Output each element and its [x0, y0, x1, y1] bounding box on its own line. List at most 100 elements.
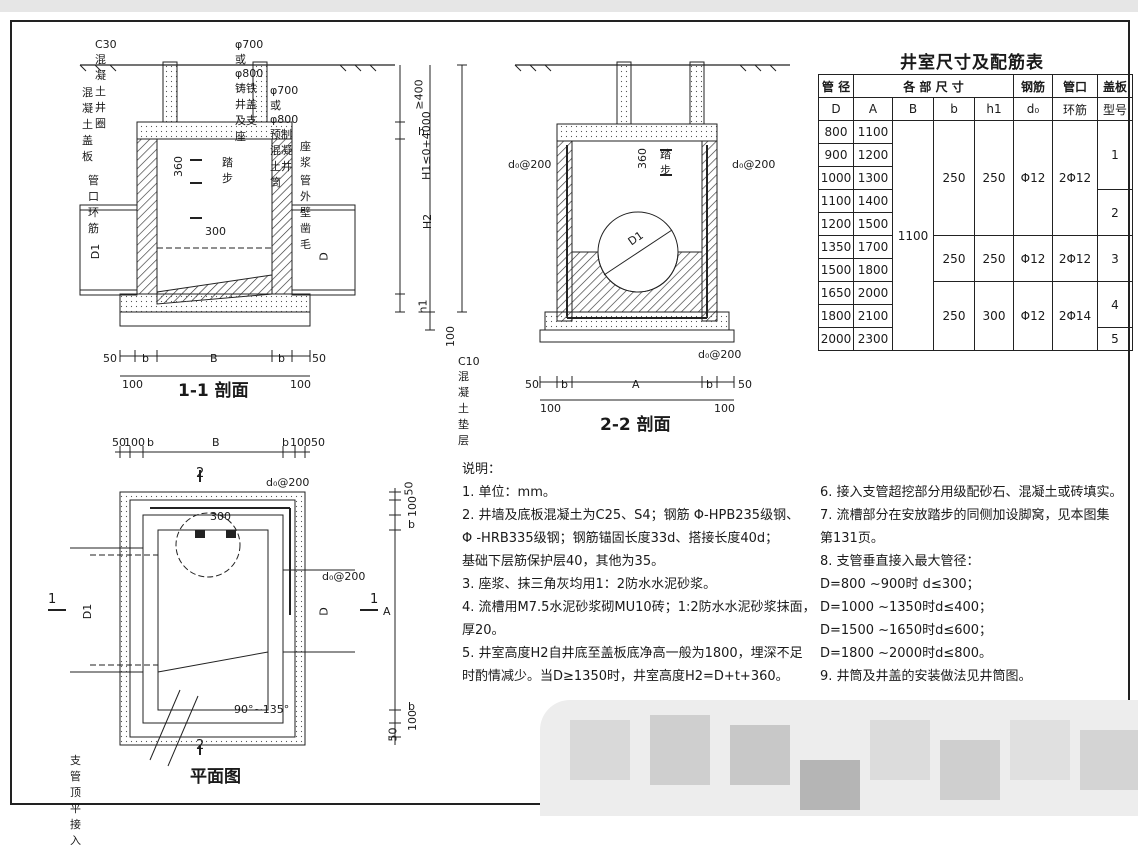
drawing-svg	[48, 61, 790, 767]
plan-top-b-left: b	[147, 436, 154, 449]
label-do-right: d₀@200	[732, 158, 776, 171]
th-h1: h1	[974, 97, 1014, 121]
notes-left: 说明： 1. 单位：mm。 2. 井墙及底板混凝土为C25、S4；钢筋 Φ-HP…	[462, 458, 816, 688]
dim-50-left: 50	[103, 352, 117, 365]
cell-A: 1700	[853, 235, 893, 259]
label-mortar: 座浆	[300, 140, 311, 169]
plan-right-50-bottom: 50	[386, 727, 400, 742]
dim22-50-right: 50	[738, 378, 752, 391]
cell-h1: 300	[974, 281, 1014, 351]
cell-D: 1200	[818, 212, 854, 236]
dim22-50-left: 50	[525, 378, 539, 391]
cell-h1: 250	[974, 235, 1014, 282]
plan-300: 300	[210, 510, 231, 523]
cell-A: 1500	[853, 212, 893, 236]
plan-cut-1-right: 1	[370, 592, 379, 607]
cell-b: 250	[933, 235, 975, 282]
note-line: 6. 接入支管超挖部分用级配砂石、混凝土或砖填实。	[820, 485, 1123, 500]
note-line: D=1000 ~1350时d≤400；	[820, 600, 993, 615]
cell-b: 250	[933, 281, 975, 351]
label-shaft: φ700或φ800预制混凝土井筒	[270, 84, 299, 189]
label-do-left: d₀@200	[508, 158, 552, 171]
table-row: 1100 1400 2	[818, 189, 1133, 236]
plan-right-100-top: 100	[406, 496, 419, 517]
cell-D: 900	[818, 143, 854, 167]
th-ring2: 环筋	[1052, 97, 1098, 121]
th-cover: 盖板	[1097, 74, 1133, 98]
label-360-22: 360	[636, 148, 649, 169]
cell-A: 1300	[853, 166, 893, 190]
cell-B: 1100	[892, 120, 934, 351]
th-b: b	[933, 97, 975, 121]
plan-cut-2-top: 2	[196, 466, 205, 481]
note-line: 厚20。	[462, 623, 505, 638]
plan-D1: D1	[81, 603, 95, 620]
note-line: 8. 支管垂直接入最大管径：	[820, 554, 980, 569]
note-line: 7. 流槽部分在安放踏步的同侧加设脚窝，见本图集	[820, 508, 1110, 523]
plan-top-B: B	[212, 436, 220, 449]
note-line: 2. 井墙及底板混凝土为C25、S4；钢筋 Φ-HPB235级钢、	[462, 508, 800, 523]
label-ge400: ≥400	[412, 79, 426, 110]
cell-ring: 2Φ12	[1052, 235, 1098, 282]
dim-100-left: 100	[122, 378, 143, 391]
cell-D: 1350	[818, 235, 854, 259]
cell-A: 1400	[853, 189, 893, 213]
cell-A: 2300	[853, 327, 893, 351]
section-1-1	[79, 61, 467, 377]
label-D1: D1	[89, 243, 103, 260]
plan-cut-2-bottom: 2	[196, 738, 205, 753]
plan-right-b-top: b	[408, 518, 415, 531]
notes-right: 6. 接入支管超挖部分用级配砂石、混凝土或砖填实。 7. 流槽部分在安放踏步的同…	[820, 481, 1123, 688]
dim-50-right: 50	[312, 352, 326, 365]
dim22-100-right: 100	[714, 402, 735, 415]
cell-D: 1500	[818, 258, 854, 282]
label-cushion: C10混凝土垫层	[458, 355, 480, 447]
cell-A: 2100	[853, 304, 893, 328]
dim-b-left: b	[142, 352, 149, 365]
cell-ring: 2Φ14	[1052, 281, 1098, 351]
label-h: h	[418, 125, 425, 138]
label-H2: H2	[421, 213, 435, 230]
plan-branch: 支管顶平接入	[70, 754, 81, 847]
th-B: B	[892, 97, 934, 121]
th-A: A	[853, 97, 893, 121]
note-line: D=1800 ~2000时d≤800。	[820, 646, 993, 661]
th-D: D	[818, 97, 854, 121]
th-type: 型号	[1097, 97, 1133, 121]
label-h1: h1	[416, 299, 430, 314]
note-line: D=800 ~900时 d≤300；	[820, 577, 980, 592]
plan-do-right: d₀@200	[322, 570, 366, 583]
plan-top-50-left: 50	[112, 436, 126, 449]
cell-A: 2000	[853, 281, 893, 305]
cell-D: 1100	[818, 189, 854, 213]
cell-b: 250	[933, 120, 975, 236]
label-step-22: 踏步	[660, 148, 671, 177]
note-line: 4. 流槽用M7.5水泥砂浆砌MU10砖；1:2防水水泥砂浆抹面，	[462, 600, 816, 615]
th-rebar: 钢筋	[1013, 74, 1053, 98]
table-row: 800 1100 1100 250 250 Φ12 2Φ12 1	[818, 120, 1133, 351]
cell-D: 1650	[818, 281, 854, 305]
mosaic-overlay	[540, 700, 1138, 816]
table-row: 1650 2000 250 300 Φ12 2Φ14 4	[818, 281, 1133, 351]
section-2-2-title: 2-2 剖面	[600, 415, 671, 435]
cell-d0: Φ12	[1013, 281, 1053, 351]
cell-A: 1800	[853, 258, 893, 282]
cell-D: 800	[818, 120, 854, 144]
th-pipe: 管 径	[818, 74, 854, 98]
plan-right-100-bottom: 100	[406, 710, 419, 731]
cell-d0: Φ12	[1013, 120, 1053, 236]
cell-h1: 250	[974, 120, 1014, 236]
section-2-2	[514, 61, 790, 401]
label-ring: 管口环筋	[88, 174, 99, 235]
th-dims: 各 部 尺 寸	[853, 74, 1014, 98]
dim22-100-left: 100	[540, 402, 561, 415]
label-300: 300	[205, 225, 226, 238]
th-ring: 管口	[1052, 74, 1098, 98]
cell-D: 2000	[818, 327, 854, 351]
note-line: 第131页。	[820, 531, 884, 546]
plan-top-b-right: b	[282, 436, 289, 449]
label-H1: H1≤0+4000	[420, 111, 433, 180]
